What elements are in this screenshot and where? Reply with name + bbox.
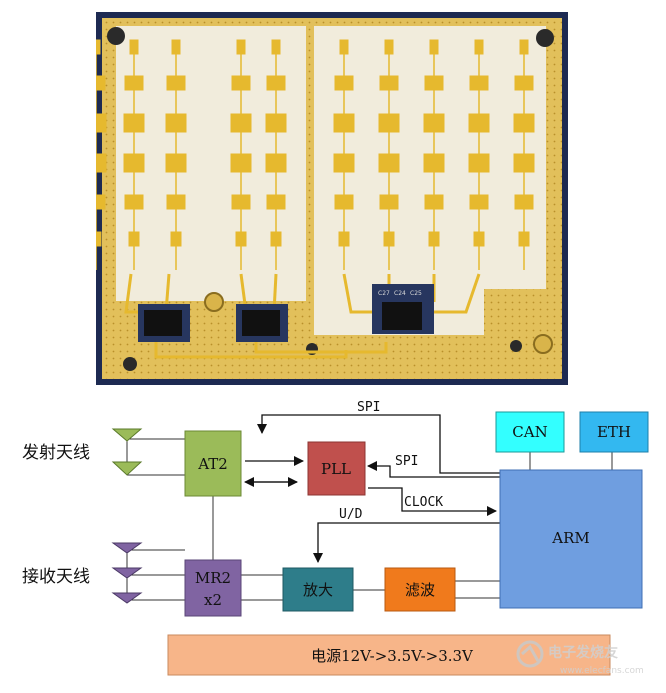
spi-top-arrow: [257, 414, 500, 474]
pll-block: PLL: [307, 441, 366, 496]
rx-chip-silkscreen-1: C27: [378, 290, 390, 297]
spi-pll-arrow: [367, 461, 500, 478]
pcb-photo: C27 C24 C25: [96, 12, 568, 385]
arm-block: ARM: [499, 469, 643, 609]
watermark-brand: 电子发烧友: [548, 644, 618, 661]
rx-chip-silkscreen-2: C24: [394, 290, 406, 297]
tx-chip-2: [236, 304, 288, 342]
mr2-label-line1: MR2: [195, 569, 231, 587]
at2-block: AT2: [184, 430, 242, 497]
clock-label: CLOCK: [404, 495, 443, 510]
tx-antenna-2: [111, 461, 143, 476]
mount-hole: [536, 29, 554, 47]
ud-label: U/D: [339, 507, 363, 522]
rx-chip: C27 C24 C25: [372, 284, 434, 334]
tx-antenna-1: [111, 428, 143, 442]
at2-label: AT2: [197, 455, 228, 473]
mr2-label-line2: x2: [204, 591, 222, 609]
watermark-logo-icon: [516, 640, 544, 668]
amp-label: 放大: [303, 581, 333, 599]
can-block: CAN: [495, 411, 565, 453]
mr2-block: MR2 x2: [184, 559, 242, 617]
tx-patch-array: [96, 39, 287, 271]
tx-antenna-label: 发射天线: [22, 443, 90, 463]
watermark-url: www.elecfans.com: [560, 666, 644, 676]
filter-label: 滤波: [405, 581, 435, 599]
rx-antenna-3: [111, 592, 143, 604]
connection-lines: [126, 438, 613, 601]
rx-antenna-2: [111, 567, 143, 579]
mount-hole: [123, 357, 137, 371]
mount-hole: [510, 340, 522, 352]
arm-label: ARM: [551, 529, 590, 547]
elecfans-watermark: 电子发烧友 www.elecfans.com: [516, 640, 644, 676]
rf-connector: [204, 292, 224, 312]
power-label: 电源12V->3.5V->3.3V: [311, 647, 474, 665]
spi-top-label: SPI: [357, 400, 380, 415]
ud-arrow: [313, 522, 500, 563]
power-block: 电源12V->3.5V->3.3V: [167, 634, 611, 676]
can-label: CAN: [512, 423, 547, 441]
rx-antenna-label: 接收天线: [22, 567, 90, 587]
rx-antenna-1: [111, 542, 143, 554]
patch-column: [96, 39, 107, 270]
amp-block: 放大: [282, 567, 354, 612]
signal-arrows: [244, 414, 500, 563]
pll-label: PLL: [321, 460, 351, 478]
block-diagram: 发射天线 接收天线 AT2 PLL MR2 x2 放大 滤波 ARM CAN E…: [22, 400, 649, 676]
mount-hole: [107, 27, 125, 45]
eth-label: ETH: [597, 423, 631, 441]
rf-connector: [533, 334, 553, 354]
filter-block: 滤波: [384, 567, 456, 612]
eth-block: ETH: [579, 411, 649, 453]
tx-chip-1: [138, 304, 190, 342]
clock-arrow: [368, 487, 497, 516]
spi-pll-label: SPI: [395, 454, 418, 469]
rx-chip-silkscreen-3: C25: [410, 290, 422, 297]
